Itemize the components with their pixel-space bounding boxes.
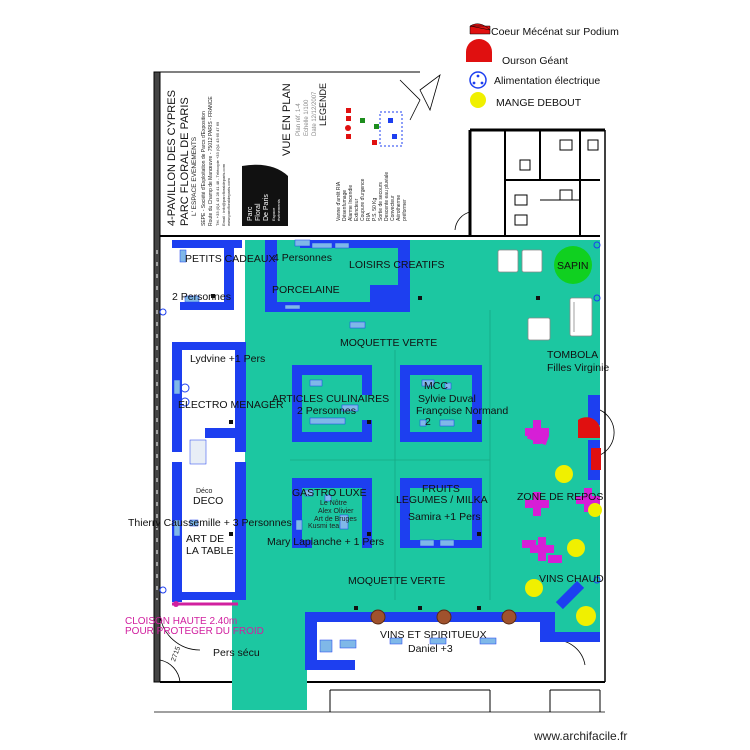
- mange-debout-tables: [525, 465, 602, 626]
- label-daniel: Daniel +3: [408, 643, 453, 655]
- label-gastro-sub1: Le Nôtre: [320, 500, 347, 507]
- view-title: VUE EN PLAN: [281, 83, 293, 156]
- label-fruits-1: FRUITS: [422, 483, 460, 495]
- legend-coeur: Coeur Mécénat sur Podium: [491, 26, 619, 38]
- label-art-2: LA TABLE: [186, 545, 233, 557]
- top-legend: Coeur Mécénat sur Podium Ourson Géant Al…: [466, 23, 619, 109]
- label-moquette-bottom: MOQUETTE VERTE: [348, 575, 445, 587]
- sapin-tree: [554, 246, 592, 284]
- coeur-podium: [591, 448, 601, 470]
- label-mcc-staff3: 2: [425, 416, 431, 428]
- outlet-icon: [469, 71, 487, 89]
- label-4pers: 4 Personnes: [273, 252, 332, 264]
- label-filles: Filles Virginie: [547, 362, 609, 374]
- label-articles: ARTICLES CULINAIRES: [272, 393, 389, 405]
- label-sapin: SAPIN: [557, 260, 589, 272]
- legend-item: Vanne d'arrêt RIA: [336, 181, 342, 221]
- label-pers-secu: Pers sécu: [213, 647, 260, 659]
- lounge-furniture: [497, 249, 593, 341]
- label-cloison-2: POUR PROTEGER DU FROID: [125, 626, 264, 637]
- stand-labels: PETITS CADEAUX 2 Personnes 4 Personnes L…: [125, 252, 609, 663]
- label-deco: DECO: [193, 495, 223, 507]
- legend-item: Convecteur: [390, 195, 396, 221]
- seating-crosses: [522, 420, 600, 563]
- legend-item: Alarme Incendie: [348, 185, 354, 221]
- label-samira: Samira +1 Pers: [408, 511, 481, 523]
- legend-item: Aérotherme: [396, 195, 402, 221]
- barrels: [370, 609, 517, 625]
- label-gastro-sub4: Kusmi tea: [308, 523, 339, 530]
- legend-heading: LEGENDE: [318, 83, 328, 126]
- logo-line1: Parc: [247, 206, 254, 221]
- label-electro: ELECTRO MENAGER: [178, 399, 284, 411]
- label-thierry: Thierry Caussemille + 3 Personnes: [128, 517, 292, 529]
- plan-scale: Echelle 1/100: [304, 99, 310, 136]
- logo-line3: De Paris: [263, 194, 270, 221]
- label-petits-staff: 2 Personnes: [172, 291, 231, 303]
- watermark: www.archifacile.fr: [533, 729, 627, 743]
- plan-date: Date 12/12/2007: [312, 91, 318, 136]
- ourson-icon: [466, 39, 492, 62]
- title-address: Route du Champ de Manœuvre - 75012 PARIS…: [208, 96, 214, 226]
- restrooms: [504, 130, 600, 236]
- label-deco-small: Déco: [196, 488, 212, 495]
- label-gastro: GASTRO LUXE: [292, 487, 367, 499]
- logo-line2: Floral: [255, 203, 262, 221]
- title-block: 4-PAVILLON DES CYPRES PARC FLORAL DE PAR…: [166, 83, 408, 226]
- mange-debout-icon: [470, 92, 486, 108]
- legend-symbols: [345, 108, 403, 147]
- label-mcc-staff1: Sylvie Duval: [418, 393, 476, 405]
- legend-item: Sortie de secours: [378, 182, 384, 221]
- building-walls: [153, 71, 615, 713]
- label-lydvine: Lydvine +1 Pers: [190, 353, 265, 365]
- label-porcelaine: PORCELAINE: [272, 284, 340, 296]
- legend-item: RIA: [366, 212, 372, 221]
- label-fruits-2: LEGUMES / MILKA: [396, 494, 488, 506]
- label-tombola: TOMBOLA: [547, 349, 598, 361]
- label-gastro-sub2: Alex Olivier: [318, 508, 354, 515]
- label-articles-staff: 2 Personnes: [297, 405, 356, 417]
- title-parc: PARC FLORAL DE PARIS: [179, 97, 191, 226]
- legend-ourson: Ourson Géant: [502, 55, 568, 67]
- label-mary: Mary Laplanche + 1 Pers: [267, 536, 384, 548]
- stand-tables: [173, 239, 497, 653]
- legend-item: préformer: [402, 199, 408, 221]
- title-email: Email : info@parcfloraldeparis.com: [221, 163, 226, 226]
- label-zone-repos: ZONE DE REPOS: [517, 491, 603, 503]
- legend-item: P.S. 50 Kg: [372, 198, 378, 221]
- legend-mange-debout: MANGE DEBOUT: [496, 97, 582, 109]
- label-mcc-staff2: Françoise Normand: [416, 405, 508, 417]
- label-cloison-1: CLOISON HAUTE 2.40m: [125, 616, 237, 627]
- label-moquette-top: MOQUETTE VERTE: [340, 337, 437, 349]
- label-mcc: MCC: [424, 380, 448, 392]
- parc-floral-logo: [242, 164, 288, 226]
- title-company: SEPE - Société d'Exploitation de Parcs d…: [201, 111, 207, 226]
- ourson-geant: [578, 417, 600, 438]
- coeur-podium-icon: [469, 23, 491, 35]
- title-pavillon: 4-PAVILLON DES CYPRES: [166, 90, 178, 226]
- logo-line5: évènements: [276, 199, 281, 221]
- label-vins-spiritueux: VINS ET SPIRITUEUX: [380, 629, 487, 641]
- legend-item: Désenfumage: [342, 190, 348, 221]
- label-dim: 2715: [170, 646, 182, 663]
- legend-item: Extincteur: [354, 198, 360, 221]
- title-web: www.parcfloraldeparis.com: [226, 178, 231, 226]
- label-art-1: ART DE: [186, 533, 224, 545]
- title-phone: Tél. +33 (0)1 43 28 41 48 - Télécopie +3…: [215, 121, 220, 226]
- plan-ref: Plan réf. 1-4: [296, 103, 302, 136]
- logo-line4: Espace: [271, 207, 276, 221]
- carpet-seams: [290, 310, 491, 600]
- outlet-markers: [159, 241, 601, 594]
- title-espace: L' ESPACE EVENEMENTS: [191, 136, 198, 216]
- legend-item: Descente eau pluviale: [384, 172, 390, 221]
- label-petits: PETITS CADEAUX: [185, 253, 275, 265]
- label-gastro-sub3: Art de Bruges: [314, 516, 357, 523]
- label-vins-chaud: VINS CHAUD: [539, 573, 604, 585]
- cloison-anchor: [173, 601, 179, 607]
- legend-alimentation: Alimentation électrique: [494, 75, 600, 87]
- label-loisirs: LOISIRS CREATIFS: [349, 259, 445, 271]
- legend-item: Coupure d'urgence: [360, 178, 366, 221]
